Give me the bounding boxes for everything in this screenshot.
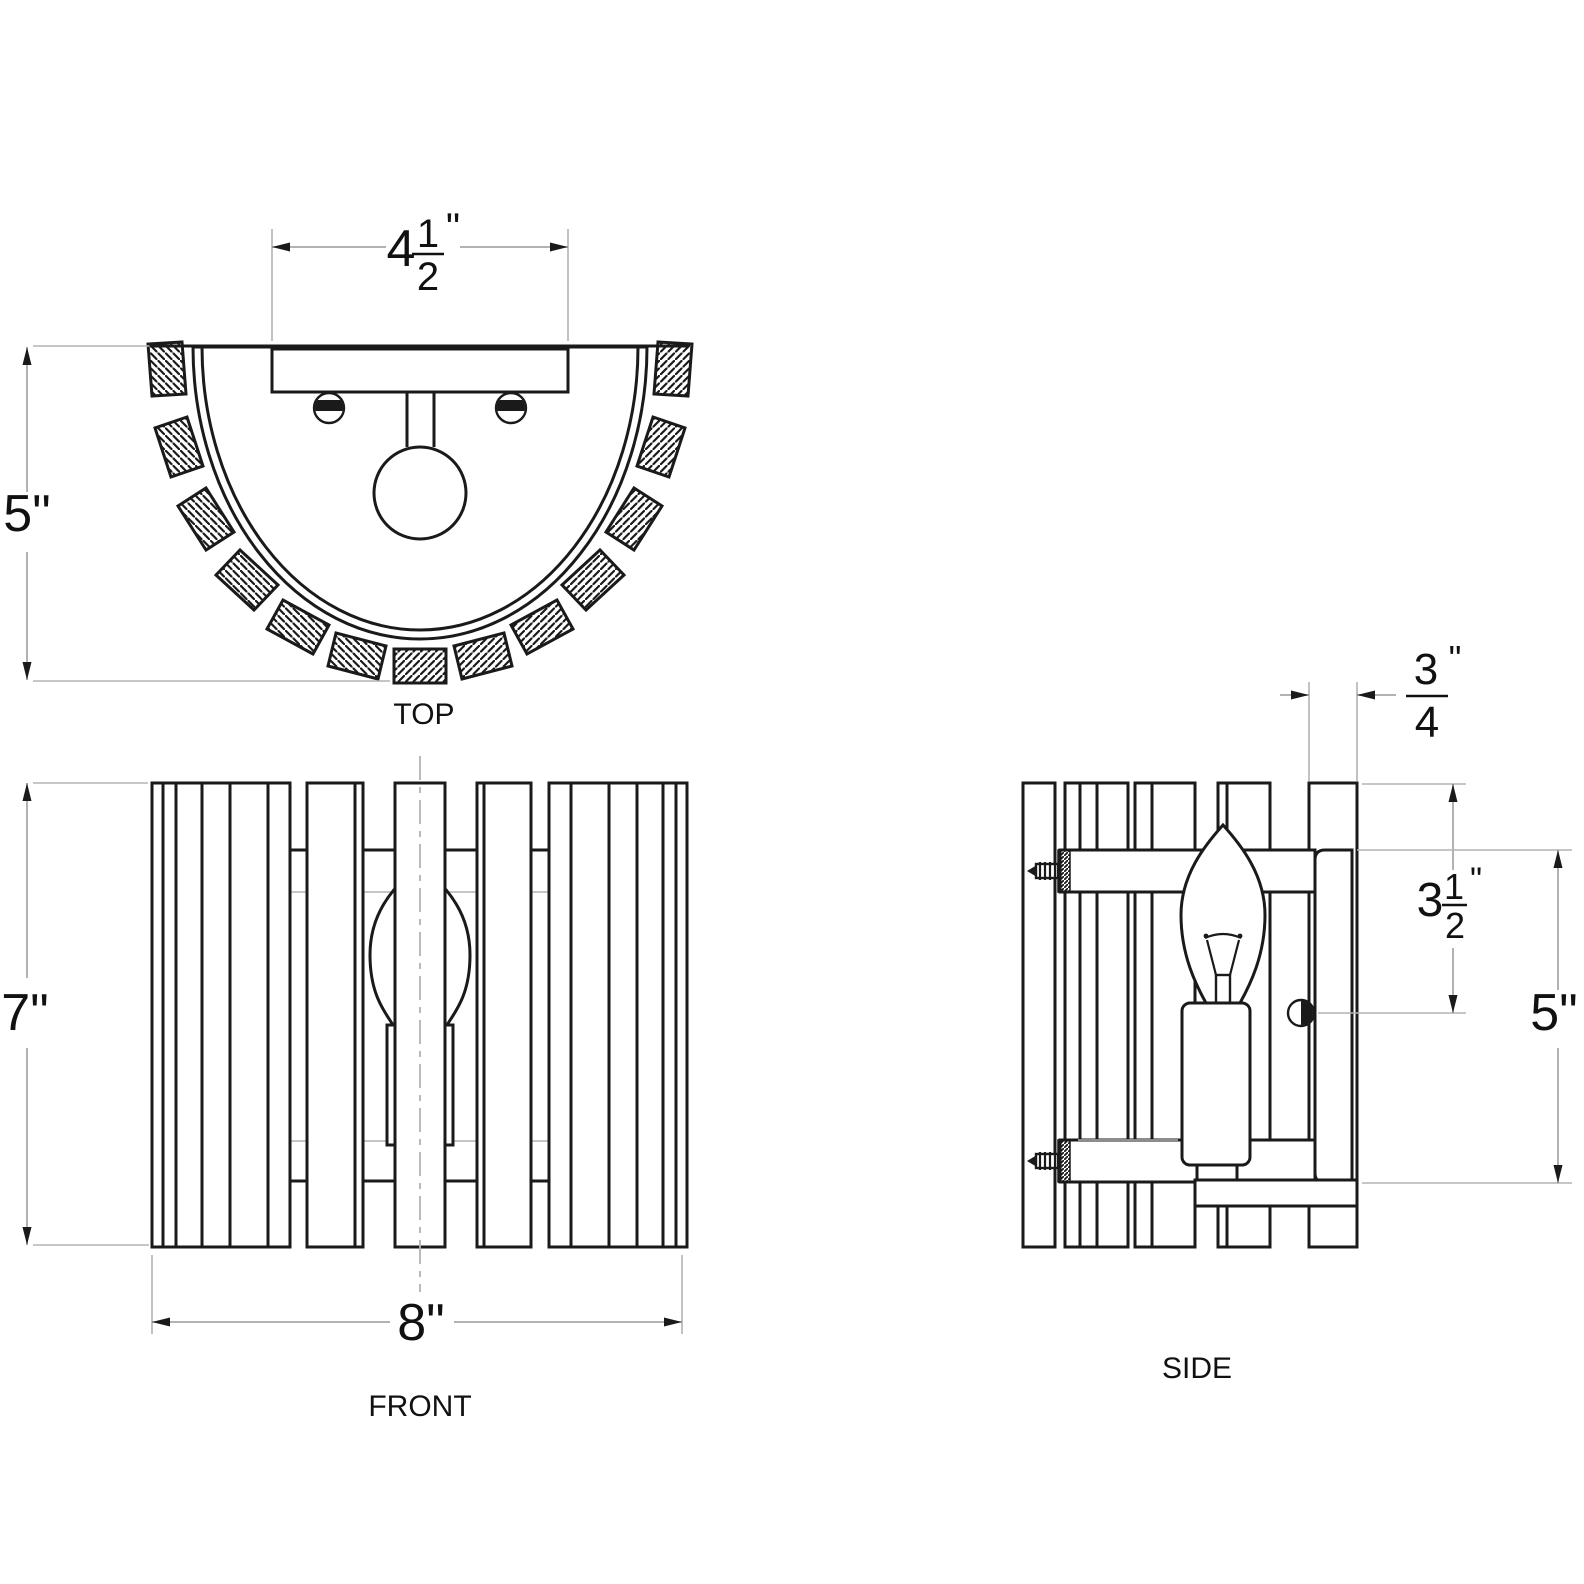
- mounting-screw-top: [1027, 849, 1071, 893]
- dim-label: 2: [1445, 905, 1465, 946]
- dim-label: ": [1470, 861, 1482, 899]
- mounting-screw-left: [312, 391, 346, 425]
- dim-label: ": [1449, 638, 1462, 679]
- dim-label: 2: [417, 255, 439, 299]
- dim-side-slat-depth: 3 4 ": [1280, 638, 1461, 781]
- dim-label: 1: [1444, 866, 1464, 907]
- dim-label: 5": [1530, 984, 1577, 1042]
- top-view: 4 1 2 " 5" TOP: [3, 206, 694, 731]
- dim-label: 5": [3, 485, 50, 543]
- dim-label: 7": [1, 984, 48, 1042]
- dim-label: 4: [1415, 698, 1439, 747]
- mounting-screw-right: [494, 391, 528, 425]
- dim-top-width: 4 1 2 ": [271, 206, 569, 341]
- thumb-knob: [1286, 998, 1316, 1028]
- top-view-label: TOP: [393, 698, 454, 731]
- candle-bulb-side: [1179, 822, 1267, 1183]
- lamp-socket: [372, 445, 468, 541]
- dim-label: 3: [1414, 645, 1438, 694]
- front-view-label: FRONT: [368, 1390, 471, 1423]
- dim-label: 8": [397, 1294, 444, 1352]
- dim-label: 4: [387, 220, 416, 278]
- wall-backplate: [1313, 848, 1354, 1185]
- side-view-label: SIDE: [1162, 1352, 1232, 1385]
- dim-front-width: 8": [151, 1255, 683, 1352]
- dim-label: 1: [417, 212, 439, 256]
- dim-front-height: 7": [1, 782, 149, 1246]
- mounting-plate: [270, 347, 570, 394]
- dim-top-depth: 5": [3, 345, 390, 682]
- dim-side-mount-offset: 3 1 2 ": [1362, 783, 1482, 1013]
- shade-slats-top: [146, 340, 694, 685]
- dim-label: 3: [1417, 874, 1444, 927]
- mounting-screw-bottom: [1027, 1139, 1071, 1183]
- side-view: 3 4 " 3 1 2 " 5" SIDE: [1021, 638, 1578, 1385]
- dim-label: ": [446, 206, 460, 250]
- dim-side-backplate-height: 5": [1357, 849, 1578, 1184]
- candle-sleeve: [1180, 1001, 1252, 1167]
- shade-inner-shell: [200, 346, 640, 632]
- bottom-bracket: [1193, 1178, 1359, 1208]
- front-view: 7" 8" FRONT: [1, 756, 689, 1423]
